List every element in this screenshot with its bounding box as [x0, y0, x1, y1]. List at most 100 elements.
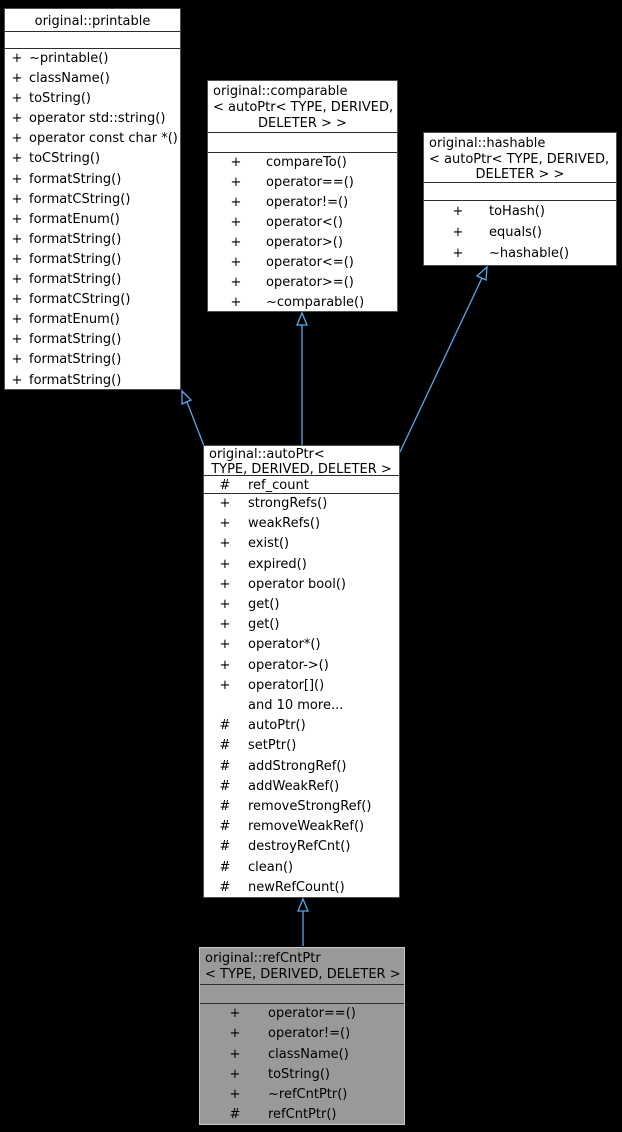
visibility-sign: +	[11, 111, 23, 127]
method-name: destroyRefCnt()	[248, 839, 351, 855]
visibility-sign: +	[11, 71, 23, 87]
method-name: ~printable()	[29, 51, 109, 66]
method-row: + className()	[5, 69, 180, 89]
visibility-sign: #	[219, 819, 231, 835]
method-row: +formatString()	[5, 230, 180, 250]
visibility-sign: +	[229, 1006, 241, 1021]
method-row: +equals()	[424, 222, 616, 243]
visibility-sign: +	[11, 251, 23, 267]
inheritance-arrow-refcntptr-to-autoptr	[297, 897, 309, 946]
visibility-sign: +	[11, 292, 23, 308]
visibility-sign: +	[219, 657, 231, 673]
attributes-section: #ref_count	[204, 476, 399, 494]
method-name: formatEnum()	[29, 312, 120, 328]
method-row: +strongRefs()	[204, 494, 399, 514]
method-name: className()	[268, 1046, 349, 1062]
method-row: +formatCString()	[5, 190, 180, 210]
class-node-printable[interactable]: original::printable +~printable()+classN…	[4, 8, 181, 390]
method-row: +operator==()	[208, 173, 397, 193]
method-name: className()	[29, 71, 110, 87]
class-title-line: TYPE, DERIVED, DELETER >	[211, 461, 392, 476]
visibility-sign: #	[219, 778, 231, 794]
method-name: formatString()	[29, 332, 122, 348]
method-name: newRefCount()	[248, 879, 345, 895]
method-row: +formatCString()	[5, 290, 180, 310]
method-name: and 10 more...	[248, 698, 344, 714]
class-title-line: original::comparable	[213, 84, 348, 99]
inheritance-arrow-autoptr-to-printable	[181, 389, 205, 447]
method-row: +toString()	[5, 89, 180, 109]
visibility-sign: +	[219, 677, 231, 693]
inheritance-arrow-autoptr-to-hashable	[399, 265, 488, 453]
visibility-sign: +	[11, 372, 23, 388]
method-row: +get()	[204, 615, 399, 635]
class-title: original::printable	[5, 9, 180, 32]
method-row: +compareTo()	[208, 153, 397, 173]
class-title: original::refCntPtr< TYPE, DERIVED, DELE…	[200, 948, 404, 985]
method-row: +operator==()	[200, 1004, 404, 1024]
method-row: #clean()	[204, 858, 399, 878]
class-title-line: DELETER > >	[258, 116, 347, 131]
method-row: #autoPtr()	[204, 716, 399, 736]
visibility-sign: +	[230, 195, 242, 210]
method-name: removeWeakRef()	[248, 819, 365, 835]
visibility-sign: +	[219, 516, 231, 532]
class-node-autoptr[interactable]: original::autoPtr<TYPE, DERIVED, DELETER…	[203, 445, 400, 898]
visibility-sign: #	[219, 758, 231, 774]
visibility-sign: +	[11, 151, 23, 167]
method-name: weakRefs()	[248, 516, 321, 532]
class-title: original::comparable< autoPtr< TYPE, DER…	[208, 81, 397, 133]
method-row: +toCString()	[5, 149, 180, 169]
class-node-refcntptr[interactable]: original::refCntPtr< TYPE, DERIVED, DELE…	[199, 947, 405, 1125]
method-row: + formatString()	[5, 371, 180, 391]
method-row: + operator!=()	[208, 193, 397, 213]
method-name: formatString()	[29, 171, 122, 187]
method-row: #refCntPtr()	[200, 1105, 404, 1125]
visibility-sign: +	[219, 576, 231, 592]
method-row: +formatString()	[5, 350, 180, 370]
method-name: ~hashable()	[489, 246, 570, 261]
visibility-sign: +	[230, 255, 242, 270]
method-row: +formatString()	[5, 250, 180, 270]
method-name: addWeakRef()	[248, 778, 340, 794]
method-name: formatString()	[29, 352, 122, 368]
method-row: +formatEnum()	[5, 210, 180, 230]
method-name: setPtr()	[248, 738, 297, 754]
method-name: operator std::string()	[29, 111, 166, 127]
visibility-sign: +	[452, 204, 464, 219]
method-row: +~printable()	[5, 49, 180, 69]
method-name: expired()	[248, 556, 307, 572]
method-name: operator!=()	[268, 1026, 351, 1042]
visibility-sign: +	[219, 637, 231, 653]
visibility-sign: +	[219, 617, 231, 633]
method-name: operator->()	[248, 657, 329, 673]
method-name: formatString()	[29, 372, 122, 388]
methods-section: +toHash()+equals()+~hashable()	[424, 201, 616, 264]
class-node-comparable[interactable]: original::comparable< autoPtr< TYPE, DER…	[207, 80, 398, 312]
class-title: original::autoPtr<TYPE, DERIVED, DELETER…	[204, 446, 399, 476]
visibility-sign: +	[452, 225, 464, 240]
class-node-hashable[interactable]: original::hashable< autoPtr< TYPE, DERIV…	[423, 132, 617, 266]
attributes-section	[200, 985, 404, 1004]
visibility-sign: +	[11, 312, 23, 328]
method-name: formatString()	[29, 231, 122, 247]
method-row: # setPtr()	[204, 736, 399, 756]
method-row: + weakRefs()	[204, 514, 399, 534]
method-name: operator!=()	[266, 195, 349, 210]
method-name: toString()	[29, 91, 91, 107]
methods-section: +strongRefs()+weakRefs()+exist()+expired…	[204, 494, 399, 898]
visibility-sign: +	[230, 215, 242, 230]
attribute-row: #ref_count	[204, 476, 399, 493]
visibility-sign: +	[230, 155, 242, 170]
method-name: operator<=()	[266, 255, 354, 270]
method-row: +~hashable()	[424, 243, 616, 264]
method-row: +toHash()	[424, 201, 616, 222]
visibility-sign: +	[219, 496, 231, 511]
visibility-sign: #	[219, 738, 231, 754]
class-title-line: original::hashable	[429, 136, 546, 151]
method-row: +operator>()	[208, 233, 397, 253]
method-name: clean()	[248, 859, 294, 875]
method-row: +toString()	[200, 1065, 404, 1085]
